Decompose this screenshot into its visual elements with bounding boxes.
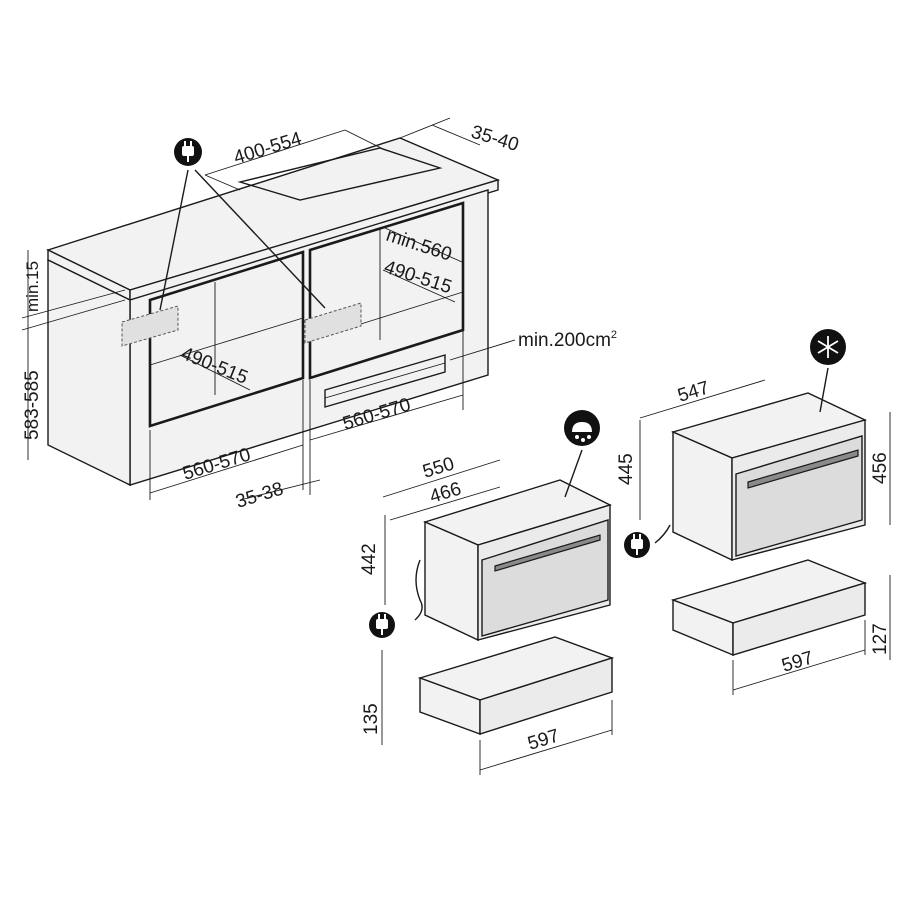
dim-cabinet-height: 583-585 <box>22 370 43 440</box>
dim-vent-area: min.200cm2 <box>518 329 617 351</box>
oven-steam <box>414 479 612 642</box>
power-plug-icon-oven2 <box>624 532 650 558</box>
snowflake-icon <box>810 329 846 365</box>
oven2-handle <box>747 449 859 489</box>
oven1-cable <box>414 559 423 621</box>
cabinet-dimensions: 400-554 35-40 min.15 583-585 min.560 490… <box>21 117 617 513</box>
cabinet-unit <box>46 137 501 487</box>
dim-top-cutout: 400-554 <box>231 128 304 169</box>
drawer1-dimensions: 135 597 <box>361 650 613 775</box>
drawer2-front <box>732 582 866 656</box>
dim-min-height: min.15 <box>23 261 42 312</box>
steam-icon <box>564 410 600 446</box>
power-plug-icon-oven1 <box>369 612 395 638</box>
drawer-2 <box>670 559 868 657</box>
niche-left <box>148 250 305 428</box>
dim-drawer2-height: 127 <box>870 623 891 655</box>
dim-oven1-depth-total: 550 <box>420 453 456 482</box>
oven-chiller <box>654 392 867 562</box>
dim-oven2-height-front: 456 <box>870 452 891 484</box>
hob-cutout <box>237 147 443 201</box>
dim-oven1-height: 442 <box>359 543 380 575</box>
drawer-1 <box>417 636 615 736</box>
countertop-side-edge <box>129 179 499 301</box>
vent-opening <box>324 354 446 408</box>
drawer1-front <box>479 657 613 735</box>
socket-box-left <box>121 305 179 347</box>
oven2-door <box>735 435 863 557</box>
oven1-handle <box>494 534 601 572</box>
dim-oven2-depth: 547 <box>675 377 711 406</box>
dim-panel-gap: 35-38 <box>233 478 286 512</box>
dim-drawer1-height: 135 <box>361 703 382 735</box>
oven1-door <box>481 519 609 637</box>
dim-drawer1-width: 597 <box>525 725 561 754</box>
power-plug-icon <box>174 138 202 166</box>
socket-box-right <box>304 302 362 344</box>
oven2-cable <box>654 524 671 544</box>
dim-oven1-depth-body: 466 <box>427 478 463 507</box>
dim-top-depth: 35-40 <box>469 122 522 156</box>
dim-drawer2-width: 597 <box>779 647 815 676</box>
dim-oven2-height-body: 445 <box>616 453 637 485</box>
cabinet-side <box>47 258 131 487</box>
